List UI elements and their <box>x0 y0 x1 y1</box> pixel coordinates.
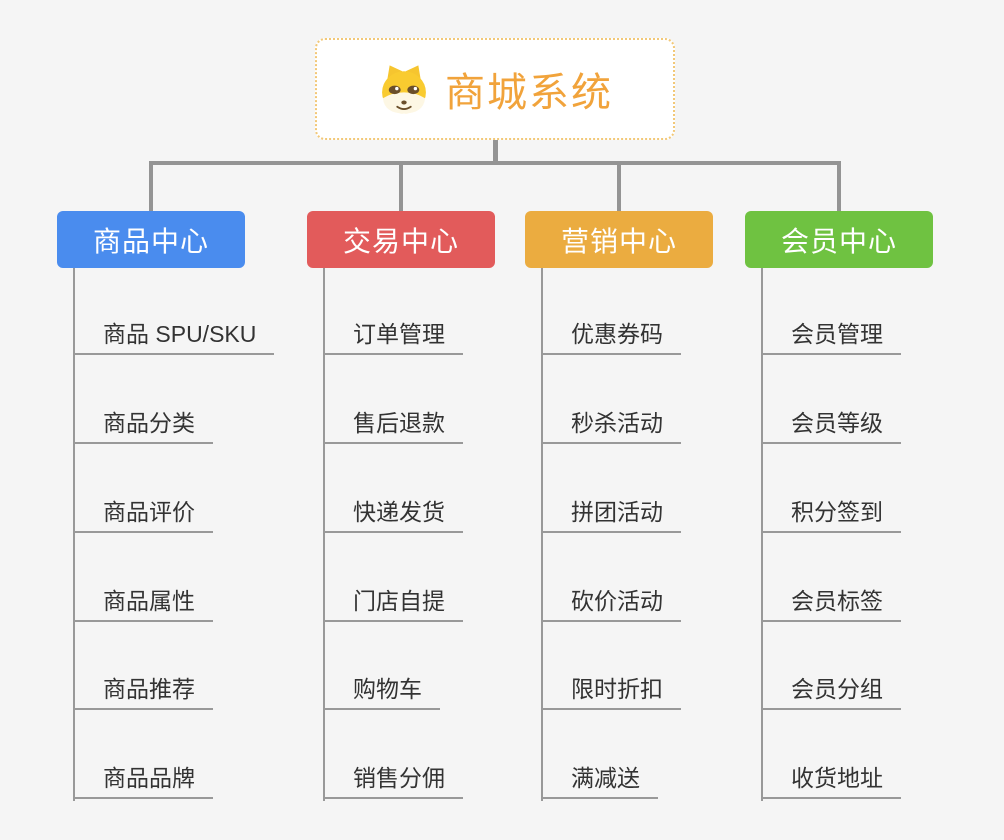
leaf-node[interactable]: 优惠券码 <box>541 317 681 355</box>
leaf-node[interactable]: 秒杀活动 <box>541 406 681 444</box>
leaf-node[interactable]: 会员标签 <box>761 584 901 622</box>
leaf-node[interactable]: 砍价活动 <box>541 584 681 622</box>
leaf-node[interactable]: 会员等级 <box>761 406 901 444</box>
leaf-node[interactable]: 限时折扣 <box>541 672 681 710</box>
column-trunk-line <box>761 268 763 801</box>
leaf-node[interactable]: 商品品牌 <box>73 761 213 799</box>
leaf-node[interactable]: 收货地址 <box>761 761 901 799</box>
branch-node-member-center[interactable]: 会员中心 <box>745 211 933 268</box>
leaf-node[interactable]: 会员管理 <box>761 317 901 355</box>
branch-label: 营销中心 <box>560 225 677 257</box>
leaf-node[interactable]: 会员分组 <box>761 672 901 710</box>
leaf-node[interactable]: 商品推荐 <box>73 672 213 710</box>
column-trunk-line <box>323 268 325 801</box>
leaf-node[interactable]: 快递发货 <box>323 495 463 533</box>
column-trunk-line <box>73 268 75 801</box>
leaf-node[interactable]: 商品分类 <box>73 406 213 444</box>
branch-label: 会员中心 <box>780 225 897 257</box>
branch-label: 交易中心 <box>342 225 459 257</box>
leaf-node[interactable]: 商品 SPU/SKU <box>73 317 275 355</box>
branch-node-trade-center[interactable]: 交易中心 <box>307 211 495 268</box>
leaf-node[interactable]: 商品评价 <box>73 495 213 533</box>
leaf-node[interactable]: 门店自提 <box>323 584 463 622</box>
branch-node-marketing-center[interactable]: 营销中心 <box>525 211 713 268</box>
branch-label: 商品中心 <box>92 225 209 257</box>
leaf-node[interactable]: 售后退款 <box>323 406 463 444</box>
leaf-node[interactable]: 商品属性 <box>73 584 213 622</box>
branch-drop-line <box>617 163 621 211</box>
branch-drop-line <box>399 163 403 211</box>
leaf-node[interactable]: 满减送 <box>541 761 658 799</box>
leaf-node[interactable]: 购物车 <box>323 672 440 710</box>
branch-drop-line <box>837 163 841 211</box>
root-node-title: 商城系统 <box>445 71 613 115</box>
root-node-mall-system[interactable]: 商城系统 <box>315 38 675 140</box>
leaf-node[interactable]: 积分签到 <box>761 495 901 533</box>
column-trunk-line <box>541 268 543 801</box>
horizontal-connector-line <box>149 161 841 165</box>
leaf-node[interactable]: 拼团活动 <box>541 495 681 533</box>
leaf-node[interactable]: 销售分佣 <box>323 761 463 799</box>
leaf-node[interactable]: 订单管理 <box>323 317 463 355</box>
branch-drop-line <box>149 163 153 211</box>
shiba-dog-icon <box>382 65 426 114</box>
branch-node-product-center[interactable]: 商品中心 <box>57 211 245 268</box>
root-connector-line <box>493 139 498 165</box>
